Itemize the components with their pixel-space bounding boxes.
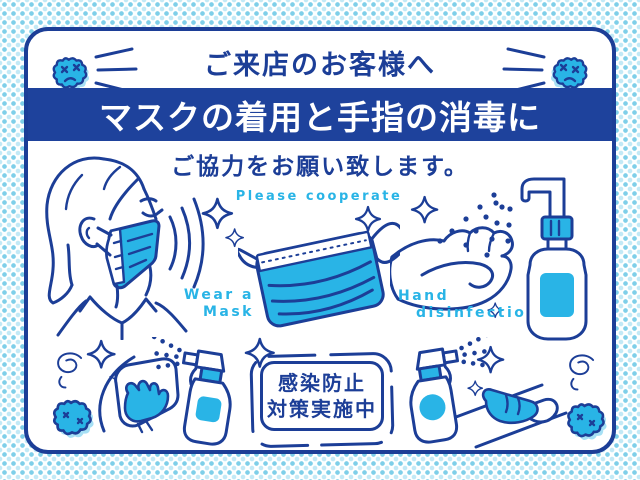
spray-mist-icon	[151, 337, 182, 370]
spray-mist-icon	[459, 337, 490, 368]
sanitizer-bottle-icon	[520, 177, 588, 341]
cooperate-label: Please cooperate	[235, 189, 403, 204]
spray-bottle-icon	[409, 337, 490, 444]
sparkle-icon	[410, 195, 439, 224]
sparkle-icon	[354, 205, 382, 233]
title-banner: マスクの着用と手指の消毒に	[28, 88, 612, 141]
bottle-label	[195, 396, 222, 423]
virus-icon	[52, 399, 94, 438]
masked-person-icon	[45, 156, 245, 340]
bottle-label	[419, 394, 446, 421]
bottle-label	[540, 273, 574, 317]
spray-bottle-icon	[151, 337, 232, 446]
poster-card: ご来店のお客様へ マスクの着用と手指の消毒に ご協力をお願い致します。 Plea…	[24, 27, 616, 454]
infection-badge: 感染防止 対策実施中	[244, 337, 398, 450]
open-hand-icon	[390, 226, 514, 311]
wiping-glove-icon	[481, 388, 559, 425]
virus-icon	[567, 403, 607, 441]
sparkle-icon	[467, 380, 484, 397]
wear-mask-label: Wear a Mask	[183, 287, 254, 320]
badge-outer-frame	[244, 337, 395, 448]
hand-disinfection-label: Hand disinfection	[398, 288, 539, 321]
badge-box: 感染防止 対策実施中	[260, 361, 384, 431]
poster-subtitle: ご協力をお願い致します。	[171, 154, 469, 180]
cleaning-right-icon	[409, 337, 607, 449]
cleaning-left-icon	[52, 337, 232, 446]
wiping-glove-icon	[114, 357, 180, 434]
badge-line2: 対策実施中	[267, 397, 377, 421]
badge-line1: 感染防止	[278, 371, 366, 395]
hand-sanitizing-icon	[390, 192, 514, 319]
swoosh-icon	[98, 355, 136, 433]
sound-waves-icon	[168, 197, 205, 289]
squiggle-icon	[57, 352, 83, 389]
squiggle-icon	[569, 354, 595, 391]
notice-heading: ご来店のお客様へ	[204, 50, 436, 81]
sparkle-icon	[86, 339, 116, 369]
poster-title: マスクの着用と手指の消毒に	[99, 97, 541, 137]
spray-mist-icon	[437, 192, 513, 258]
sparkle-icon	[476, 345, 505, 374]
sparkle-icon	[201, 197, 234, 230]
surgical-mask-icon	[238, 205, 400, 328]
